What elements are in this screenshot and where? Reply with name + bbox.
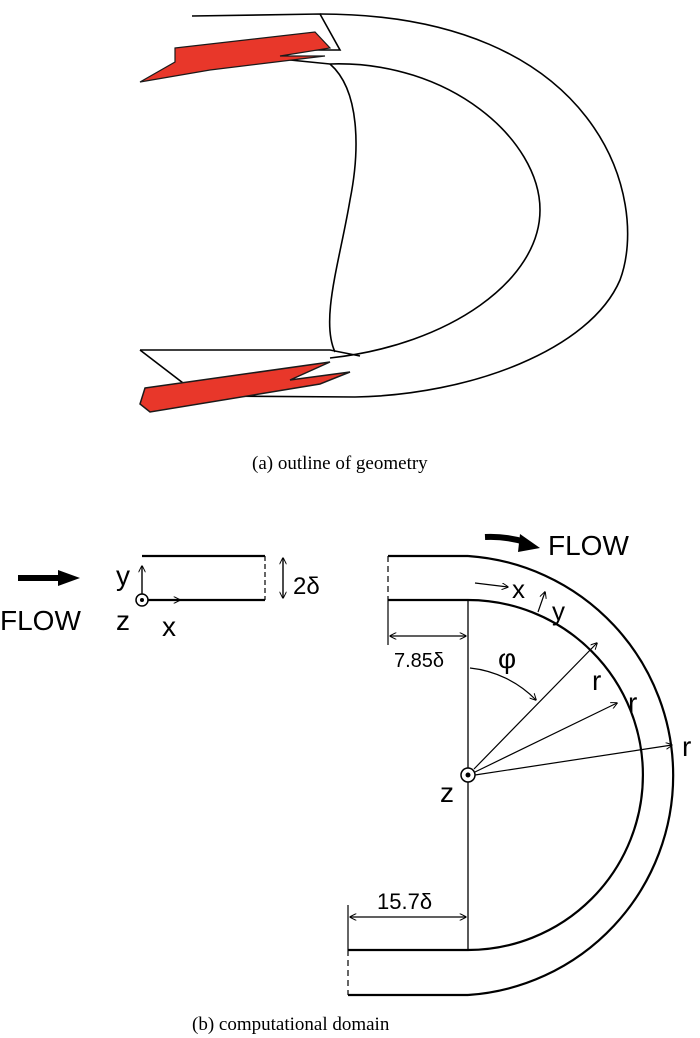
radius-arrow-3 [474,745,672,776]
z-label-center: z [440,777,454,808]
straight-channel [142,554,266,602]
inlet-length-label: 7.85δ [394,650,444,672]
red-plates [139,31,351,413]
caption-a: (a) outline of geometry [252,453,428,474]
z-axis-dot-left [140,598,144,602]
caption-b: (b) computational domain [192,1014,390,1035]
r-label-3: r [682,731,691,762]
outlet-length-label: 15.7δ [377,889,432,914]
radius-arrow-1 [473,643,597,770]
height-label: 2δ [293,573,320,600]
z-axis-dot-center [465,772,471,778]
y-label-left: y [116,560,130,591]
flow-label-right: FLOW [548,530,629,561]
flow-arrow-right [484,533,526,545]
flow-label-left: FLOW [0,605,81,636]
upper-red-plate [139,31,332,83]
bottom-plate [140,349,361,357]
radius-arrow-2 [474,703,617,773]
angle-label: φ [498,643,516,674]
flow-arrow-right-head [518,534,540,552]
lower-red-plate [139,361,351,413]
z-label-left: z [116,605,130,636]
y-label-bend: y [552,596,565,626]
r-label-2: r [628,687,637,718]
geometry-outline [139,13,629,398]
angle-arc [469,667,536,700]
outer-wall [319,13,629,398]
front-edge-curve [328,63,357,353]
r-label-1: r [592,665,601,696]
bend-channel [347,554,675,997]
flow-arrow-left-head [58,570,80,586]
x-axis-arrow-bend [474,582,508,587]
y-axis-arrow-bend [537,592,545,613]
x-label-left: x [162,611,176,642]
x-label-bend: x [512,574,525,604]
inner-wall-top [329,63,541,359]
